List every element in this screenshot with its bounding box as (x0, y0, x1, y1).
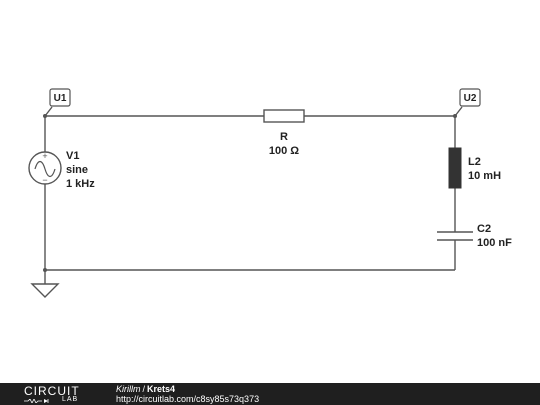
footer-bar: CIRCUIT LAB Kirillm/Krets4 http://circui… (0, 383, 540, 405)
source-name: V1 (66, 150, 79, 162)
minus-icon: − (42, 175, 47, 185)
source-type: sine (66, 164, 88, 176)
junction-ground (43, 268, 47, 272)
node-label-u1[interactable]: U1 (44, 88, 71, 117)
capacitor-c2[interactable] (437, 231, 473, 241)
node-label-u2[interactable]: U2 (454, 88, 481, 117)
plus-icon: + (42, 151, 47, 161)
logo-bottom-text: LAB (62, 396, 79, 403)
capacitor-value: 100 nF (477, 237, 512, 249)
credit-separator: / (142, 384, 146, 394)
circuit-url[interactable]: http://circuitlab.com/c8sy85s73q373 (116, 394, 260, 404)
ground-symbol[interactable] (30, 283, 60, 298)
circuitlab-logo[interactable]: CIRCUIT LAB (24, 385, 94, 403)
inductor-value: 10 mH (468, 170, 501, 182)
circuit-name-link[interactable]: Krets4 (147, 384, 176, 394)
source-frequency: 1 kHz (66, 178, 95, 190)
inductor-l2[interactable] (448, 147, 462, 189)
logo-resistor-icon (24, 399, 49, 403)
resistor-value: 100 Ω (269, 145, 299, 157)
sine-wave-icon (34, 160, 56, 178)
author-link[interactable]: Kirillm (116, 384, 141, 394)
node-label-u2-text: U2 (464, 93, 477, 104)
node-label-u1-text: U1 (54, 93, 67, 104)
voltage-source-v1[interactable]: + − (28, 151, 62, 185)
resistor-name: R (280, 131, 288, 143)
capacitor-name: C2 (477, 223, 491, 235)
logo-top-text: CIRCUIT (24, 384, 80, 398)
inductor-name: L2 (468, 156, 481, 168)
credit-line: Kirillm/Krets4 (116, 384, 175, 394)
resistor-r[interactable] (263, 109, 305, 123)
